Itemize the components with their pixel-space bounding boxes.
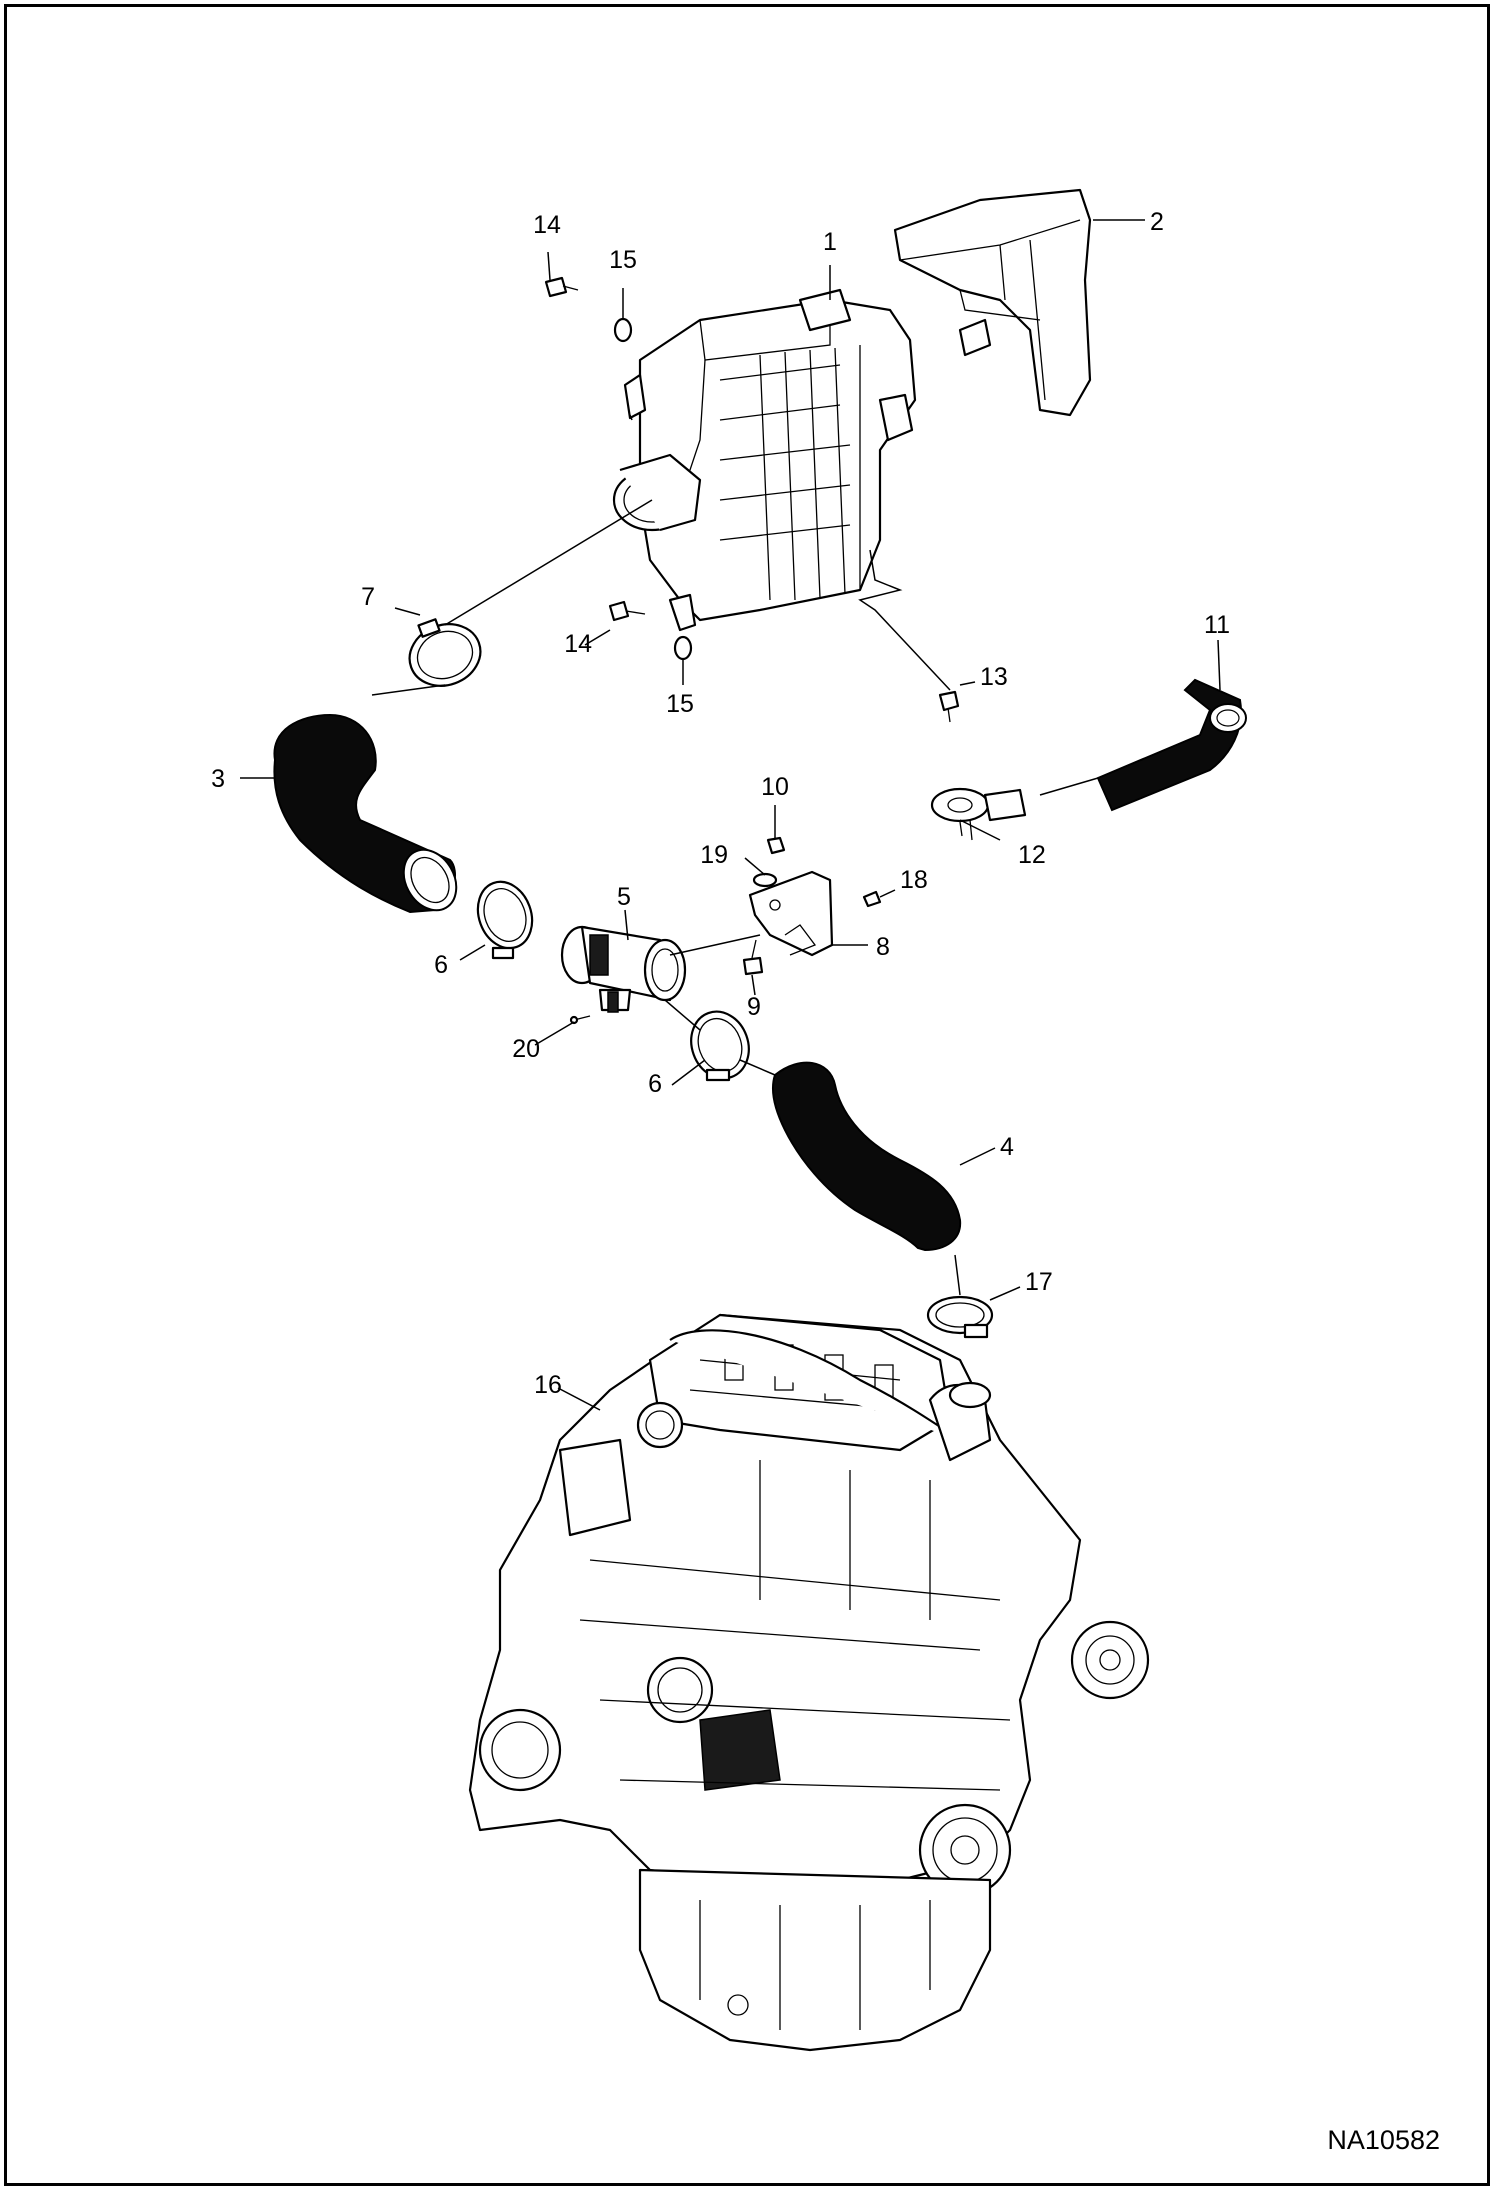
- screw-20: [569, 1015, 591, 1025]
- callout-11: 11: [1204, 611, 1230, 639]
- callout-13: 13: [980, 663, 1008, 691]
- hose-clamp-7: [408, 618, 482, 687]
- nut-10: [766, 836, 786, 855]
- callout-6-upper: 6: [434, 951, 448, 979]
- callout-19: 19: [700, 841, 728, 869]
- callout-15-lower: 15: [666, 690, 694, 718]
- callout-14-lower: 14: [564, 630, 592, 658]
- callout-18: 18: [900, 866, 928, 894]
- callout-4: 4: [1000, 1133, 1014, 1161]
- bolt-14-upper: [544, 276, 579, 298]
- dust-valve-12: [930, 787, 1027, 841]
- air-cleaner-housing: [612, 288, 917, 632]
- callout-3: 3: [211, 765, 225, 793]
- callout-10: 10: [761, 773, 789, 801]
- hose-clamp-17: [926, 1295, 994, 1339]
- callout-12: 12: [1018, 841, 1046, 869]
- bolt-18: [862, 890, 882, 908]
- callout-15-upper: 15: [609, 246, 637, 274]
- callout-9: 9: [747, 993, 761, 1021]
- callout-20: 20: [512, 1035, 540, 1063]
- bolt-9: [742, 939, 764, 976]
- callout-5: 5: [617, 883, 631, 911]
- callout-1: 1: [823, 228, 837, 256]
- hose-clamp-6-lower: [690, 1010, 750, 1082]
- nut-15-upper: [613, 317, 633, 343]
- washer-19: [752, 872, 778, 888]
- drawing-number: NA10582: [1327, 2125, 1440, 2155]
- hose-clamp-6-upper: [476, 880, 534, 960]
- bolt-14-lower: [608, 600, 646, 622]
- air-cleaner-hood: [893, 188, 1092, 417]
- sensor-bracket: [748, 870, 834, 957]
- intake-hose-3: [273, 713, 458, 914]
- callout-6-lower: 6: [648, 1070, 662, 1098]
- callout-labels: 1 2 3 4 5 6 6 7 8 9 10 11 12 13 14 14 15…: [211, 208, 1230, 1399]
- callout-16: 16: [534, 1371, 562, 1399]
- intake-hose-4: [772, 1061, 962, 1252]
- callout-2: 2: [1150, 208, 1164, 236]
- air-flow-sensor-tube: [560, 925, 687, 1013]
- callout-7: 7: [361, 583, 375, 611]
- callout-17: 17: [1025, 1268, 1053, 1296]
- engine-assembly: [468, 1313, 1150, 2052]
- leader-lines: [240, 219, 1221, 1411]
- callout-14-upper: 14: [533, 211, 561, 239]
- callout-8: 8: [876, 933, 890, 961]
- bolt-13: [938, 690, 960, 723]
- hose-11: [1096, 678, 1247, 812]
- nut-15-lower: [673, 635, 693, 661]
